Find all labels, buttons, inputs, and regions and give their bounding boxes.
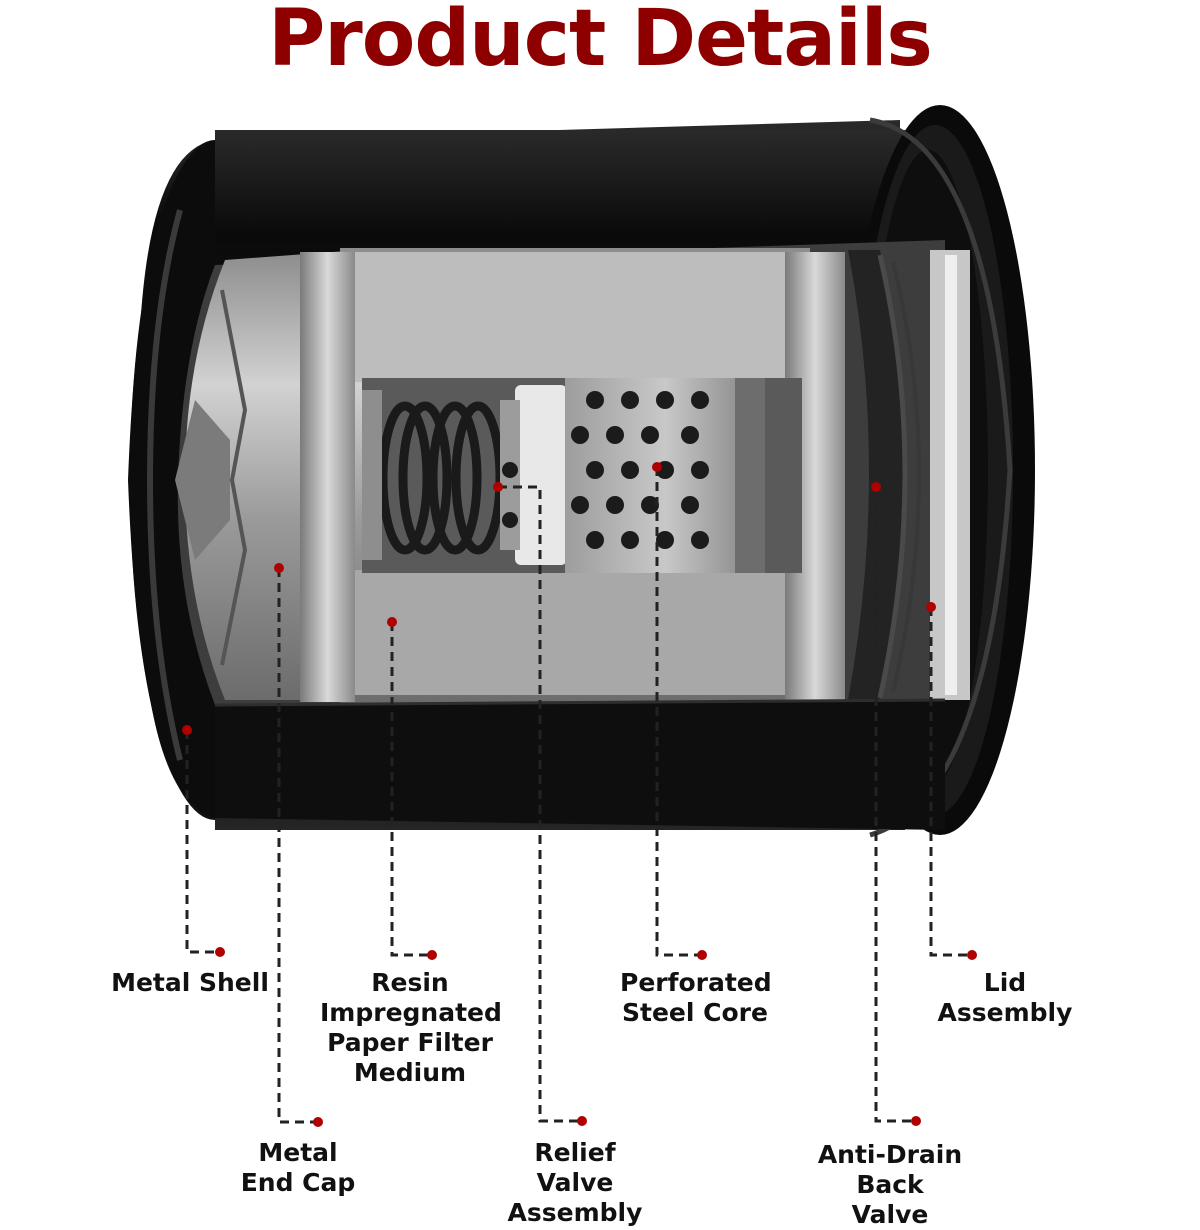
page-title: Product Details [268,0,933,84]
leader-resin-paper [390,622,432,957]
marker-metal-shell-end [215,947,225,957]
marker-metal-end-cap-end [313,1117,323,1127]
leader-metal-end-cap [277,568,318,1124]
oil-filter-cutaway-illustration [128,105,1035,1127]
marker-anti-drain [871,482,881,492]
marker-resin-paper [387,617,397,627]
shell-cut-edge [214,698,946,707]
label-lid-assembly: Lid Assembly [937,968,1073,1027]
label-anti-drain: Anti-Drain Back Valve [817,1140,963,1229]
marker-dots [182,462,977,1127]
marker-metal-end-cap [274,563,284,573]
leader-anti-drain [874,487,916,1123]
marker-anti-drain-end [911,1116,921,1126]
marker-relief-valve-end [577,1116,587,1126]
marker-lid-assembly [926,602,936,612]
marker-relief-valve [493,482,503,492]
shell-lower-lip [215,700,945,830]
cutaway-window [175,240,970,705]
label-metal-end-cap: Metal End Cap [240,1138,356,1197]
label-steel-core: Perforated Steel Core [620,968,772,1027]
leader-steel-core [655,467,702,957]
leader-lines [185,467,972,1124]
marker-steel-core-end [697,950,707,960]
marker-resin-paper-end [427,950,437,960]
marker-metal-shell [182,725,192,735]
label-resin-paper: Resin Impregnated Paper Filter Medium [320,968,502,1087]
label-metal-shell: Metal Shell [111,968,269,997]
marker-lid-assembly-end [967,950,977,960]
label-relief-valve: Relief Valve Assembly [507,1138,643,1227]
marker-steel-core [652,462,662,472]
leader-relief-valve [498,485,582,1123]
leader-metal-shell [185,730,220,954]
leader-lid-assembly [929,607,972,957]
